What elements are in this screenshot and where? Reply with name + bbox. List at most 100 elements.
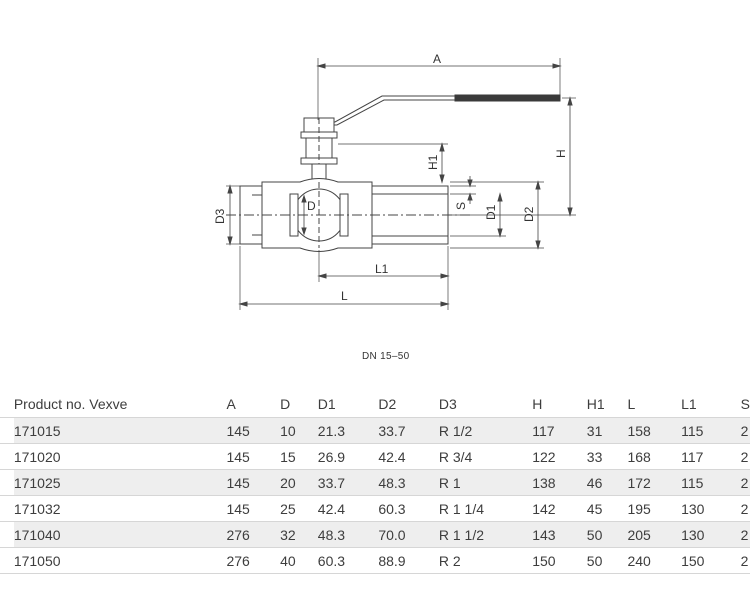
cell-l: 195 <box>627 500 651 517</box>
header-h: H <box>532 395 543 412</box>
cell-l: 240 <box>627 552 651 569</box>
cell-d2: 88.9 <box>378 552 406 569</box>
cell-h1: 33 <box>586 448 603 465</box>
cell-product-no: 171050 <box>13 552 61 569</box>
header-d1: D1 <box>317 395 336 412</box>
cell-a: 145 <box>226 448 250 465</box>
cell-d1: 33.7 <box>317 469 379 496</box>
cell-h1: 31 <box>586 417 628 444</box>
row-spacer <box>0 548 14 574</box>
header-h1: H1 <box>586 395 605 412</box>
cell-a: 145 <box>226 417 281 444</box>
cell-h1: 45 <box>586 500 603 517</box>
cell-h: 138 <box>532 469 587 496</box>
handle-lever <box>317 94 561 126</box>
cell-l1: 130 <box>681 521 741 548</box>
dim-label-d2: D2 <box>522 206 536 222</box>
dim-label-l1: L1 <box>375 262 389 276</box>
header-l: L <box>627 395 636 412</box>
cell-d2: 70.0 <box>378 521 439 548</box>
cell-d3: R 1 1/4 <box>438 500 485 517</box>
cell-h1: 50 <box>586 552 603 569</box>
cell-d1: 48.3 <box>317 521 379 548</box>
cell-d2: 60.3 <box>378 500 406 517</box>
cell-l1: 117 <box>681 448 704 465</box>
header-d: D <box>280 395 291 412</box>
spec-table: Product no. Vexve A D D1 D2 D3 H H1 L L1… <box>0 390 750 574</box>
valve-stem <box>300 117 338 183</box>
cell-l1: 115 <box>681 417 741 444</box>
dim-label-s: S <box>454 202 468 210</box>
cell-h1: 50 <box>586 521 628 548</box>
dim-label-h1: H1 <box>426 154 440 170</box>
cell-h: 143 <box>532 521 587 548</box>
cell-l: 158 <box>627 417 682 444</box>
header-d3: D3 <box>438 395 457 412</box>
cell-d: 20 <box>280 469 318 496</box>
cell-a: 145 <box>226 500 250 517</box>
cell-h: 150 <box>532 552 556 569</box>
cell-d2: 42.4 <box>378 448 406 465</box>
dim-label-d1: D1 <box>484 204 498 220</box>
drawing-caption: DN 15–50 <box>362 351 410 362</box>
cell-h1: 46 <box>586 469 628 496</box>
table-header-row: Product no. Vexve A D D1 D2 D3 H H1 L L1… <box>0 390 750 418</box>
row-spacer <box>0 444 14 470</box>
cell-d1: 60.3 <box>317 552 346 569</box>
cell-d: 40 <box>280 552 296 569</box>
cell-a: 276 <box>226 552 250 569</box>
cell-d2: 48.3 <box>378 469 439 496</box>
header-a: A <box>226 395 236 412</box>
cell-s: 2 <box>740 417 750 444</box>
cell-s: 2 <box>740 469 750 496</box>
cell-a: 145 <box>226 469 281 496</box>
cell-l1: 150 <box>681 552 705 569</box>
valve-technical-drawing: A H H1 S D1 D2 D3 D L1 L <box>213 52 576 310</box>
cell-d3: R 1 <box>438 469 533 496</box>
dim-label-a: A <box>433 52 441 66</box>
cell-product-no: 171040 <box>13 521 227 548</box>
header-product-no: Product no. Vexve <box>13 395 128 412</box>
cell-d1: 42.4 <box>317 500 346 517</box>
header-s: S <box>740 395 750 412</box>
cell-s: 2 <box>740 521 750 548</box>
header-d2: D2 <box>378 395 397 412</box>
cell-d2: 33.7 <box>378 417 439 444</box>
cell-l: 172 <box>627 469 682 496</box>
cell-product-no: 171015 <box>13 417 227 444</box>
cell-l: 205 <box>627 521 682 548</box>
row-spacer <box>0 496 14 522</box>
cell-d1: 26.9 <box>317 448 346 465</box>
cell-h: 117 <box>532 417 587 444</box>
row-spacer <box>0 522 14 548</box>
header-l1: L1 <box>681 395 697 412</box>
cell-a: 276 <box>226 521 281 548</box>
cell-h: 122 <box>532 448 556 465</box>
cell-d3: R 1 1/2 <box>438 521 533 548</box>
row-spacer <box>0 470 14 496</box>
cell-d: 25 <box>280 500 296 517</box>
cell-s: 2 <box>740 448 749 465</box>
row-spacer <box>0 418 14 444</box>
dim-label-d: D <box>307 199 316 213</box>
header-spacer <box>0 390 14 418</box>
cell-h: 142 <box>532 500 556 517</box>
cell-product-no: 171025 <box>13 469 227 496</box>
cell-d: 32 <box>280 521 318 548</box>
cell-d3: R 3/4 <box>438 448 473 465</box>
dim-label-d3: D3 <box>213 208 227 224</box>
cell-l: 168 <box>627 448 651 465</box>
cell-l1: 115 <box>681 469 741 496</box>
cell-d: 15 <box>280 448 296 465</box>
cell-d3: R 2 <box>438 552 461 569</box>
dim-label-h: H <box>554 149 568 158</box>
cell-l1: 130 <box>681 500 705 517</box>
dim-label-l: L <box>341 289 348 303</box>
cell-d: 10 <box>280 417 318 444</box>
